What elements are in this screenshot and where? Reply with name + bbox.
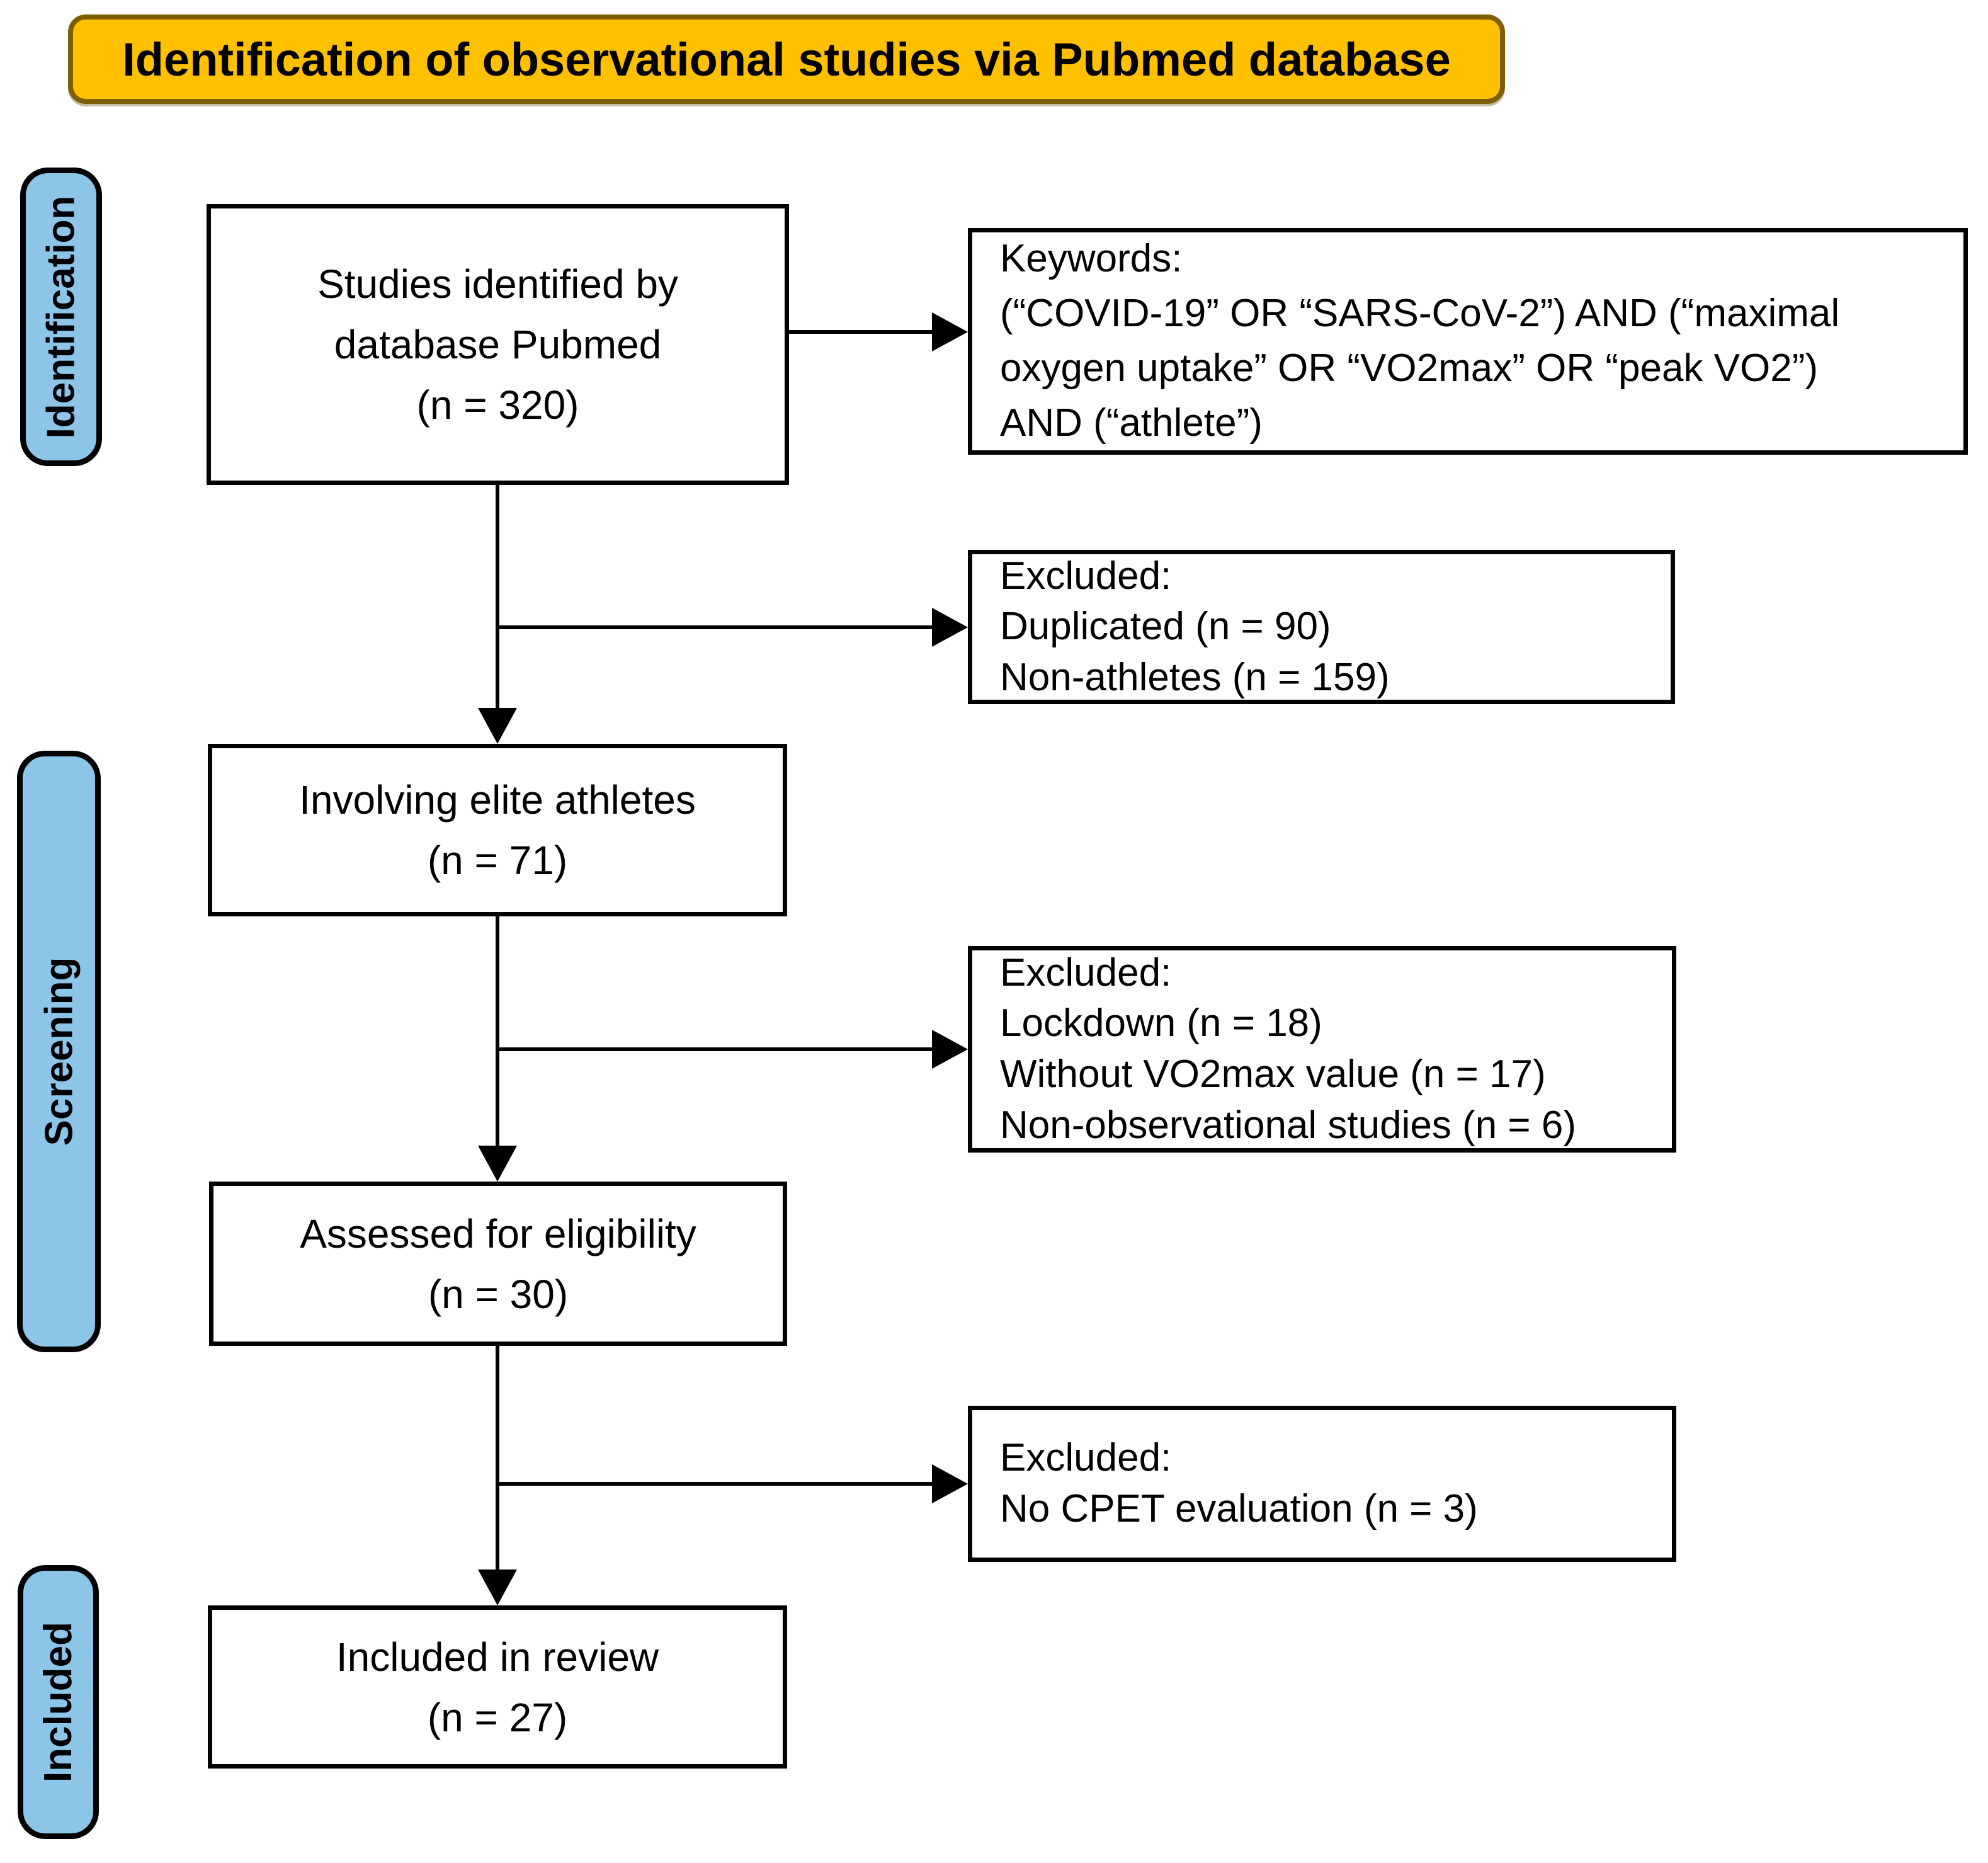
arrow-branch-excluded3-head: [932, 1464, 968, 1503]
stage-screening-text: Screening: [37, 957, 81, 1146]
box-excluded-screening-text: Excluded: Lockdown (n = 18) Without VO2m…: [1000, 950, 1576, 1147]
box-excluded-eligibility: Excluded: No CPET evaluation (n = 3): [968, 1406, 1676, 1562]
box-included-in-review: Included in review (n = 27): [208, 1605, 787, 1769]
box-involving-elite-athletes-text: Involving elite athletes (n = 71): [299, 777, 696, 883]
arrow-identified-to-elite-head: [478, 708, 517, 744]
box-assessed-for-eligibility: Assessed for eligibility (n = 30): [209, 1182, 787, 1346]
box-included-in-review-text: Included in review (n = 27): [336, 1634, 659, 1740]
arrow-assessed-to-included-head: [478, 1570, 517, 1605]
box-involving-elite-athletes: Involving elite athletes (n = 71): [208, 744, 787, 916]
arrow-elite-to-assessed-head: [478, 1146, 517, 1182]
box-excluded-duplicates: Excluded: Duplicated (n = 90) Non-athlet…: [968, 550, 1675, 704]
arrow-identified-to-keywords-head: [932, 312, 968, 351]
stage-label-identification: Identification: [20, 168, 102, 466]
box-studies-identified: Studies identified by database Pubmed (n…: [207, 204, 789, 485]
stage-label-included: Included: [18, 1565, 99, 1839]
box-excluded-eligibility-text: Excluded: No CPET evaluation (n = 3): [1000, 1436, 1478, 1530]
box-assessed-for-eligibility-text: Assessed for eligibility (n = 30): [300, 1211, 696, 1317]
box-keywords: Keywords: (“COVID-19” OR “SARS-CoV-2”) A…: [968, 228, 1968, 455]
title-text: Identification of observational studies …: [122, 33, 1451, 86]
title-banner: Identification of observational studies …: [68, 14, 1505, 104]
stage-label-screening: Screening: [17, 751, 101, 1352]
arrow-branch-excluded2-head: [932, 1030, 968, 1069]
box-keywords-text: Keywords: (“COVID-19” OR “SARS-CoV-2”) A…: [1000, 237, 1840, 445]
arrow-branch-excluded1-head: [932, 608, 968, 647]
box-excluded-duplicates-text: Excluded: Duplicated (n = 90) Non-athlet…: [1000, 554, 1390, 699]
box-excluded-screening: Excluded: Lockdown (n = 18) Without VO2m…: [968, 946, 1676, 1153]
stage-included-text: Included: [37, 1622, 80, 1782]
box-studies-identified-text: Studies identified by database Pubmed (n…: [317, 261, 678, 428]
stage-identification-text: Identification: [39, 195, 83, 438]
